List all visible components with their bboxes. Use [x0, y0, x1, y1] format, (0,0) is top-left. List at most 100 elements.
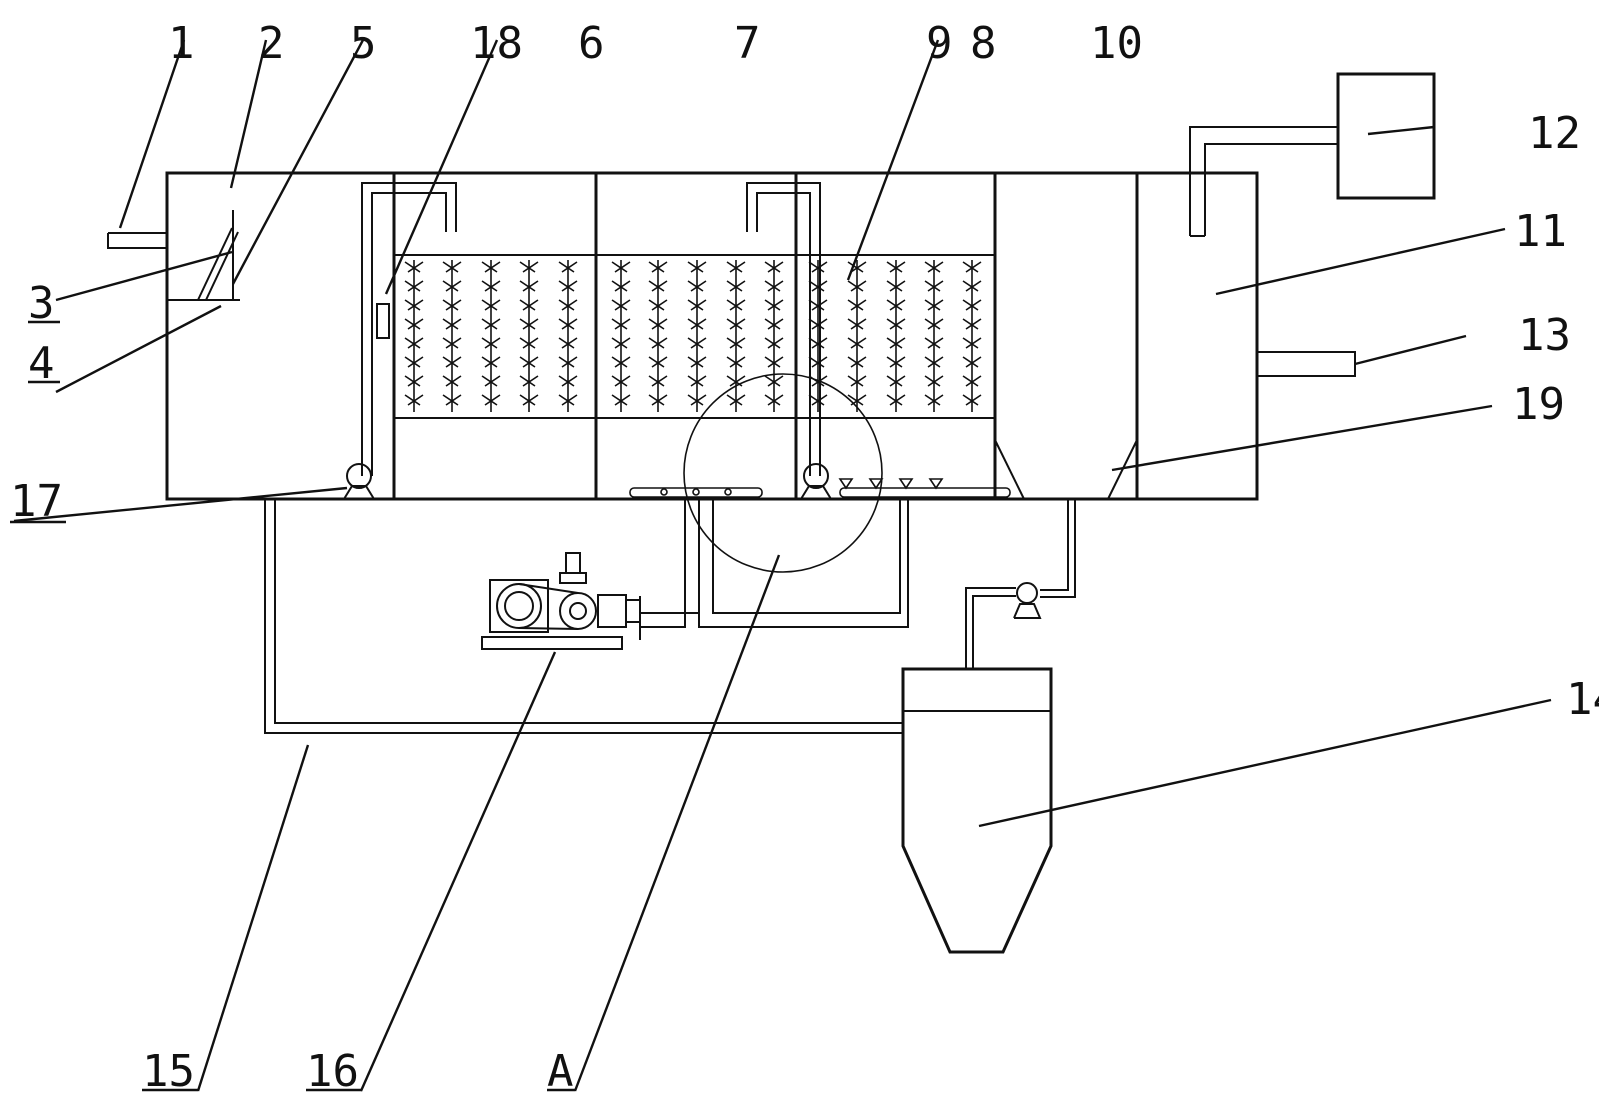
plant-leaf: [649, 357, 667, 367]
plant-leaf: [963, 300, 981, 310]
plant-leaf: [649, 300, 667, 310]
plant-leaf: [925, 300, 943, 310]
plant-leaf: [559, 338, 577, 348]
plant-leaf: [848, 338, 866, 348]
plant-leaf: [520, 262, 538, 272]
label-8: 8: [970, 18, 997, 69]
label-7: 7: [734, 18, 761, 69]
plant-leaf: [612, 357, 630, 367]
plant-leaf: [688, 319, 706, 329]
label-13: 13: [1518, 310, 1571, 361]
plant-leaf: [963, 338, 981, 348]
tank-body: [167, 173, 1257, 499]
plant-leaf: [727, 357, 745, 367]
plant-leaf: [520, 319, 538, 329]
plant-leaf: [559, 357, 577, 367]
plant-leaf: [482, 395, 500, 405]
plant-leaf: [443, 338, 461, 348]
plant-leaf: [848, 357, 866, 367]
plant-leaf: [482, 300, 500, 310]
plant-leaf: [649, 395, 667, 405]
plant-leaf: [482, 319, 500, 329]
plant-leaf: [405, 395, 423, 405]
label-12: 12: [1528, 108, 1581, 159]
bar-screen: [168, 210, 240, 300]
plant-leaf: [443, 319, 461, 329]
plant-leaf: [649, 281, 667, 291]
plant-leaf: [925, 357, 943, 367]
label-5: 5: [350, 18, 377, 69]
label-6: 6: [578, 18, 605, 69]
plant-leaf: [809, 300, 827, 310]
plant-leaf: [482, 376, 500, 386]
label-1: 1: [168, 18, 195, 69]
plant-leaf: [649, 262, 667, 272]
plant-leaf: [443, 395, 461, 405]
outlet-pipe: [1257, 352, 1355, 376]
plant-leaf: [887, 338, 905, 348]
plant-leaf: [559, 300, 577, 310]
label-16: 16: [306, 1046, 359, 1097]
plant-leaf: [559, 319, 577, 329]
plant-leaf: [765, 376, 783, 386]
plant-leaf: [559, 376, 577, 386]
plant-leaf: [887, 376, 905, 386]
return-pipe: [265, 499, 903, 733]
plant-leaf: [612, 300, 630, 310]
blower-motor-icon: [482, 553, 640, 649]
sludge-tank: [903, 669, 1051, 952]
plant-leaf: [848, 300, 866, 310]
plant-leaf: [963, 376, 981, 386]
plant-leaf: [765, 319, 783, 329]
inlet-pipe: [108, 233, 167, 248]
plant-leaf: [405, 357, 423, 367]
gas-pipe: [1190, 74, 1434, 236]
plant-leaf: [520, 395, 538, 405]
plant-leaf: [688, 300, 706, 310]
plant-leaf: [520, 357, 538, 367]
plant-leaf: [765, 281, 783, 291]
plant-leaf: [809, 319, 827, 329]
plant-leaf: [727, 262, 745, 272]
plant-leaf: [925, 395, 943, 405]
plant-leaf: [559, 395, 577, 405]
plant-leaf: [887, 281, 905, 291]
filler-plant-icon: [405, 260, 981, 412]
plant-leaf: [925, 281, 943, 291]
plant-leaf: [612, 338, 630, 348]
plant-leaf: [727, 319, 745, 329]
plant-leaf: [649, 338, 667, 348]
plant-leaf: [649, 319, 667, 329]
plant-leaf: [482, 357, 500, 367]
lift-pipe-left: [362, 183, 456, 476]
plant-leaf: [727, 281, 745, 291]
leader-lines: [14, 40, 1551, 1091]
pump-icon: [801, 464, 831, 499]
plant-leaf: [405, 376, 423, 386]
plant-leaf: [887, 357, 905, 367]
plant-leaf: [887, 319, 905, 329]
plant-leaf: [963, 319, 981, 329]
plant-leaf: [649, 376, 667, 386]
plant-leaf: [559, 262, 577, 272]
labels: 1 2 5 18 6 7 9 8 10 12 11 13 19 3 4 17 1…: [10, 18, 1599, 1097]
plant-leaf: [443, 281, 461, 291]
plant-leaf: [809, 395, 827, 405]
pump-icon: [344, 464, 374, 499]
plant-leaf: [887, 300, 905, 310]
plant-leaf: [925, 262, 943, 272]
aerator-icon: [630, 479, 1010, 497]
plant-leaf: [963, 281, 981, 291]
plant-leaf: [925, 376, 943, 386]
plant-leaf: [765, 300, 783, 310]
plant-leaf: [612, 281, 630, 291]
plant-leaf: [443, 376, 461, 386]
plant-leaf: [520, 376, 538, 386]
plant-leaf: [727, 300, 745, 310]
air-pipes: [640, 497, 908, 627]
plant-leaf: [482, 338, 500, 348]
detail-circle-a: [684, 374, 882, 572]
diffuser-head: [930, 479, 942, 488]
plant-leaf: [809, 262, 827, 272]
